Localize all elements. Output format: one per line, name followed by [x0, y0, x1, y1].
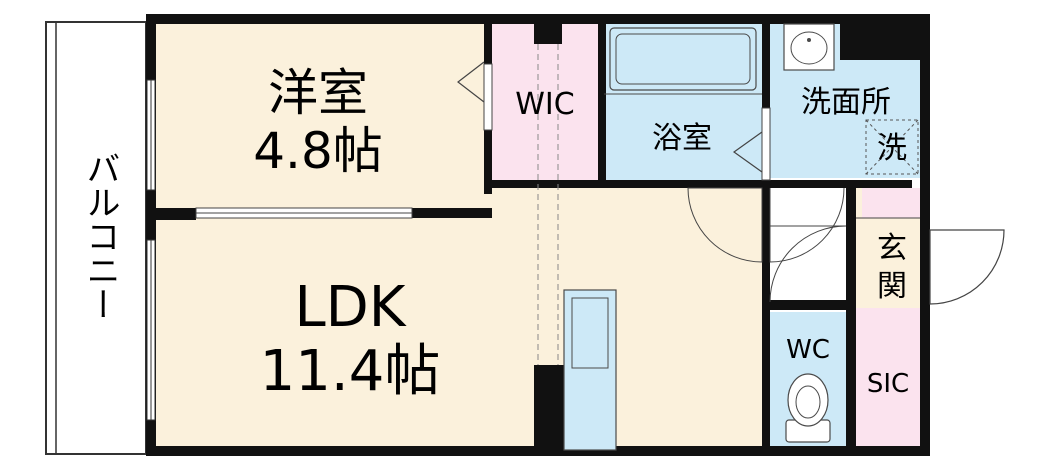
washroom-floor — [770, 60, 922, 178]
entrance-step-floor — [862, 188, 922, 218]
western-room-name: 洋室 — [268, 64, 368, 122]
walls — [146, 14, 930, 456]
hall-floor — [768, 188, 854, 306]
wic-floor — [490, 22, 598, 182]
wic-door — [483, 63, 493, 131]
washer-space — [865, 119, 919, 175]
door-swing-ldk — [687, 187, 763, 263]
door-arrow-bath — [732, 131, 763, 173]
washer-label: 洗 — [877, 131, 907, 166]
kitchen-sink — [571, 297, 609, 369]
sic-label: SIC — [867, 369, 909, 399]
balcony-label: バルコニー — [80, 151, 120, 321]
door-swing-washroom — [769, 187, 845, 263]
bath-label: 浴室 — [652, 121, 712, 156]
bath-door — [761, 107, 771, 181]
washroom-label: 洗面所 — [801, 85, 891, 120]
wc-label: WC — [786, 335, 830, 365]
door-arrow-western — [457, 61, 485, 103]
entrance-label-1: 玄 — [877, 231, 907, 266]
bathtub — [609, 27, 757, 91]
ldk-size: 11.4帖 — [260, 339, 441, 404]
ldk-floor — [152, 185, 762, 447]
western-room-floor — [152, 22, 484, 210]
entrance-door-swing — [929, 229, 1005, 305]
sic-floor — [854, 308, 922, 450]
balcony-area — [45, 21, 147, 455]
western-room-size: 4.8帖 — [253, 122, 383, 180]
wic-label: WIC — [515, 87, 574, 122]
toilet-bowl — [787, 373, 829, 427]
ldk-name: LDK — [294, 275, 406, 340]
door-swing-hall — [769, 225, 847, 303]
entrance-label-2: 関 — [877, 269, 907, 304]
